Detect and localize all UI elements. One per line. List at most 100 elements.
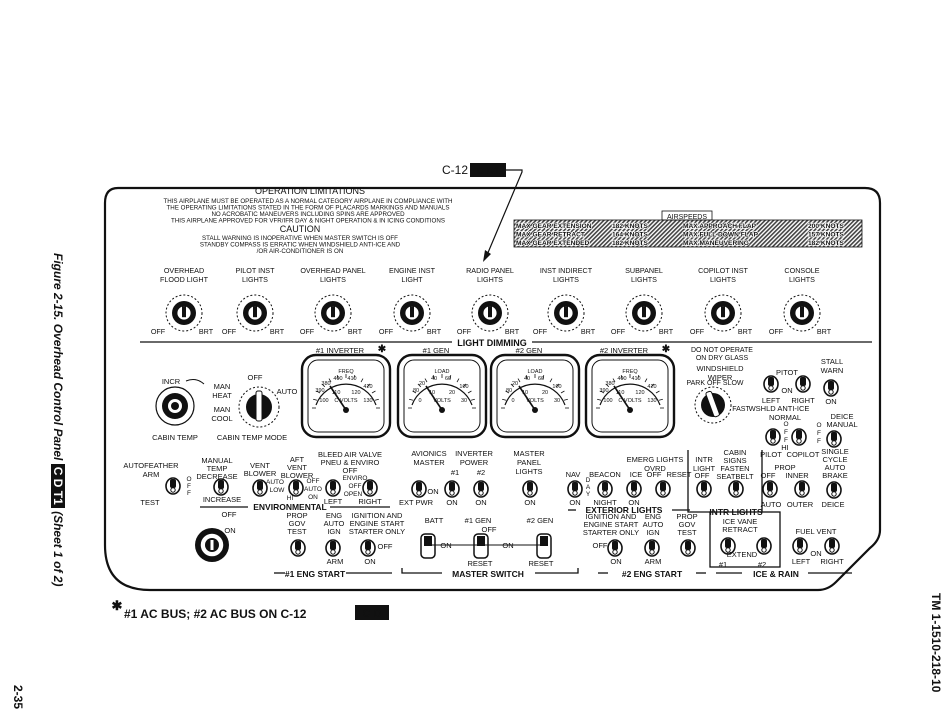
airspeeds-cell: 157 KNOTS [808, 232, 845, 239]
gauge-tick [374, 398, 379, 401]
vent-blower-toggle[interactable] [252, 479, 268, 497]
nav-toggle[interactable] [567, 480, 583, 498]
pitot-right-toggle[interactable] [795, 375, 811, 393]
inverter-2: #2 [477, 468, 485, 477]
prop-deice-left-toggle[interactable] [762, 480, 778, 498]
exterior-lights-title: EXTERIOR LIGHTS [586, 505, 663, 515]
prop-gov-1-label: PROP [286, 511, 307, 520]
toggle-pivot [218, 488, 224, 494]
beacon-toggle[interactable] [597, 480, 613, 498]
inverter-power-label: POWER [460, 458, 489, 467]
mode-man-heat: MAN [214, 382, 231, 391]
wshld-label: WSHLD ANTI-ICE [749, 404, 810, 413]
gauge-bottom: VOLTS [526, 398, 544, 404]
toggle-pivot [800, 385, 806, 391]
gauge-scale: 380 [605, 381, 614, 387]
panel-outline [103, 186, 882, 592]
dimmer-knob[interactable] [547, 294, 585, 332]
bleed-air-left-toggle[interactable] [325, 479, 341, 497]
master-panel-toggle[interactable] [522, 480, 538, 498]
toggle-lever [449, 482, 455, 491]
gauge-inner: 20 [449, 390, 455, 396]
windshield-wiper-knob[interactable] [694, 386, 732, 424]
toggle-lever [831, 483, 837, 492]
pitot-left-toggle[interactable] [763, 375, 779, 393]
manual-temp-toggle[interactable] [213, 478, 229, 496]
dimmer-knob[interactable] [165, 294, 203, 332]
gauge-scale: 60 [538, 376, 544, 382]
gauge-top: FREQ [338, 369, 354, 375]
autofeather-toggle[interactable] [165, 477, 181, 495]
single-cycle-label: CYCLE [822, 455, 847, 464]
prop-gov-2-toggle[interactable] [680, 539, 696, 557]
fuel-vent-right-toggle[interactable] [824, 537, 840, 555]
fuel-vent-left-toggle[interactable] [792, 537, 808, 555]
cabin-signs-toggle[interactable] [728, 480, 744, 498]
dimmer-label: RADIO PANEL [466, 266, 514, 275]
keylock-switch[interactable] [195, 528, 229, 562]
master-switch-group[interactable] [420, 533, 552, 559]
dimmer-label: CONSOLE [784, 266, 819, 275]
eng-auto-ign-2-toggle[interactable] [644, 539, 660, 557]
ice-vane-1-toggle[interactable] [720, 537, 736, 555]
wiper-note: DO NOT OPERATE [691, 347, 753, 354]
wiper-positions: PARK OFF SLOW [686, 380, 743, 387]
ice-light-toggle[interactable] [626, 480, 642, 498]
gen1-label: #1 GEN [465, 516, 492, 525]
ignition-2-toggle[interactable] [607, 539, 623, 557]
gauge-bottom: 100 [319, 398, 328, 404]
prop-gov-1-toggle[interactable] [290, 539, 306, 557]
avionics-master-toggle[interactable] [411, 480, 427, 498]
deice-manual-toggle[interactable] [826, 430, 842, 448]
manual-temp-label: MANUAL [201, 456, 232, 465]
aft-vent-label: VENT [287, 463, 307, 472]
toggle-pivot [612, 549, 618, 555]
gauge-scale: 80 [506, 388, 512, 394]
dimmer-knob[interactable] [704, 294, 742, 332]
gauge-scale: 20 [512, 381, 518, 387]
wshld-pilot-toggle[interactable] [765, 428, 781, 446]
prop-deice-right-toggle[interactable] [794, 480, 810, 498]
bleed-air-right-toggle[interactable] [362, 479, 378, 497]
toggle-lever [527, 482, 533, 491]
dimmer-knob[interactable] [314, 294, 352, 332]
toggle-pivot [170, 487, 176, 493]
toggle-pivot [829, 547, 835, 553]
dimmer-knob[interactable] [471, 294, 509, 332]
single-cycle-toggle[interactable] [826, 481, 842, 499]
eng-auto-ign-1-toggle[interactable] [325, 539, 341, 557]
ice-vane-1: #1 [719, 560, 727, 569]
dimmer-off: OFF [533, 327, 548, 336]
gauge-tick [549, 378, 553, 383]
toggle-lever [602, 482, 608, 491]
dimmer-knob[interactable] [625, 294, 663, 332]
ignition-1-toggle[interactable] [360, 539, 376, 557]
emerg-lights-toggle[interactable] [655, 480, 671, 498]
dimmer-knob[interactable] [393, 294, 431, 332]
toggle-pivot [293, 489, 299, 495]
intr-light-toggle[interactable] [696, 480, 712, 498]
aft-vent-label: BLOWER [281, 471, 314, 480]
inverter-1-toggle[interactable] [444, 480, 460, 498]
gauge-bottom: 100 [603, 398, 612, 404]
gauge-bottom: C VOLTS [618, 398, 641, 404]
airspeeds-title: AIRSPEEDS [667, 214, 707, 221]
aft-vent-blower-toggle[interactable] [288, 479, 304, 497]
gauge-bottom: 130 [647, 398, 656, 404]
inverter-2-toggle[interactable] [473, 480, 489, 498]
cabin-temp-mode-selector[interactable] [238, 386, 280, 428]
cabin-temp-knob[interactable] [155, 386, 195, 426]
stall-warn-toggle[interactable] [823, 379, 839, 397]
ice-vane-2-toggle[interactable] [756, 537, 772, 555]
wshld-copilot-toggle[interactable] [791, 428, 807, 446]
gauge-pivot [627, 407, 633, 413]
dimmer-brt: BRT [659, 327, 674, 336]
wshld-normal: NORMAL [769, 413, 801, 422]
dimmer-knob[interactable] [783, 294, 821, 332]
caution-line: STANDBY COMPASS IS ERRATIC WHEN WINDSHIE… [200, 242, 401, 249]
gauge-tick [417, 383, 422, 388]
dimmer-knob[interactable] [236, 294, 274, 332]
toggle-lever [170, 479, 176, 488]
aft-off: OFF [307, 478, 320, 485]
gauge-scale: 20 [419, 381, 425, 387]
